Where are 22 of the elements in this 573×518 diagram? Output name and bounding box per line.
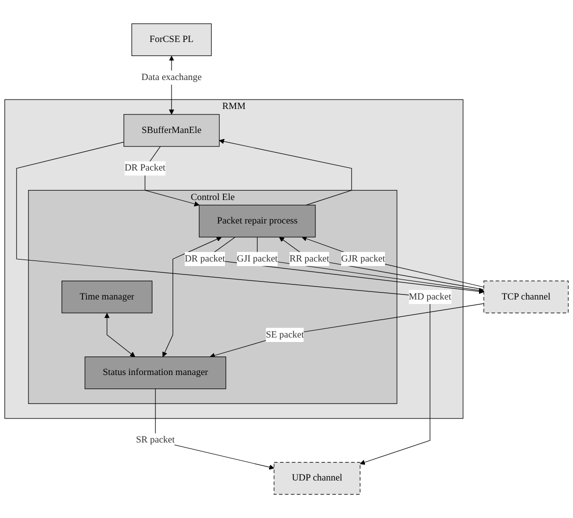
arrow <box>104 312 136 358</box>
arrow <box>162 236 222 358</box>
edge-label: SR packet <box>136 435 175 446</box>
arrow <box>16 142 430 465</box>
edge-label: GJI packet <box>236 254 278 264</box>
node-box: Packet repair process <box>198 204 316 238</box>
edge-label: MD packet <box>408 292 452 302</box>
arrow <box>219 138 352 206</box>
node-box: Status information manager <box>84 356 226 390</box>
edge-label: RR packet <box>290 254 330 264</box>
arrow <box>210 303 484 358</box>
edge-label: DR packet <box>184 254 225 264</box>
node-box: TCP channel <box>484 280 569 314</box>
edge-label: SE packet <box>266 330 304 340</box>
node-box: ForCSE PL <box>131 23 212 56</box>
node-box: SBufferManEle <box>124 114 220 147</box>
node-box: Time manager <box>62 280 152 314</box>
edge-label: DR Packet <box>124 162 166 174</box>
edge-label: GJR packet <box>341 254 386 264</box>
edge-label: Data exachange <box>141 72 202 82</box>
node-box: UDP channel <box>274 462 360 495</box>
arrow <box>302 236 484 288</box>
